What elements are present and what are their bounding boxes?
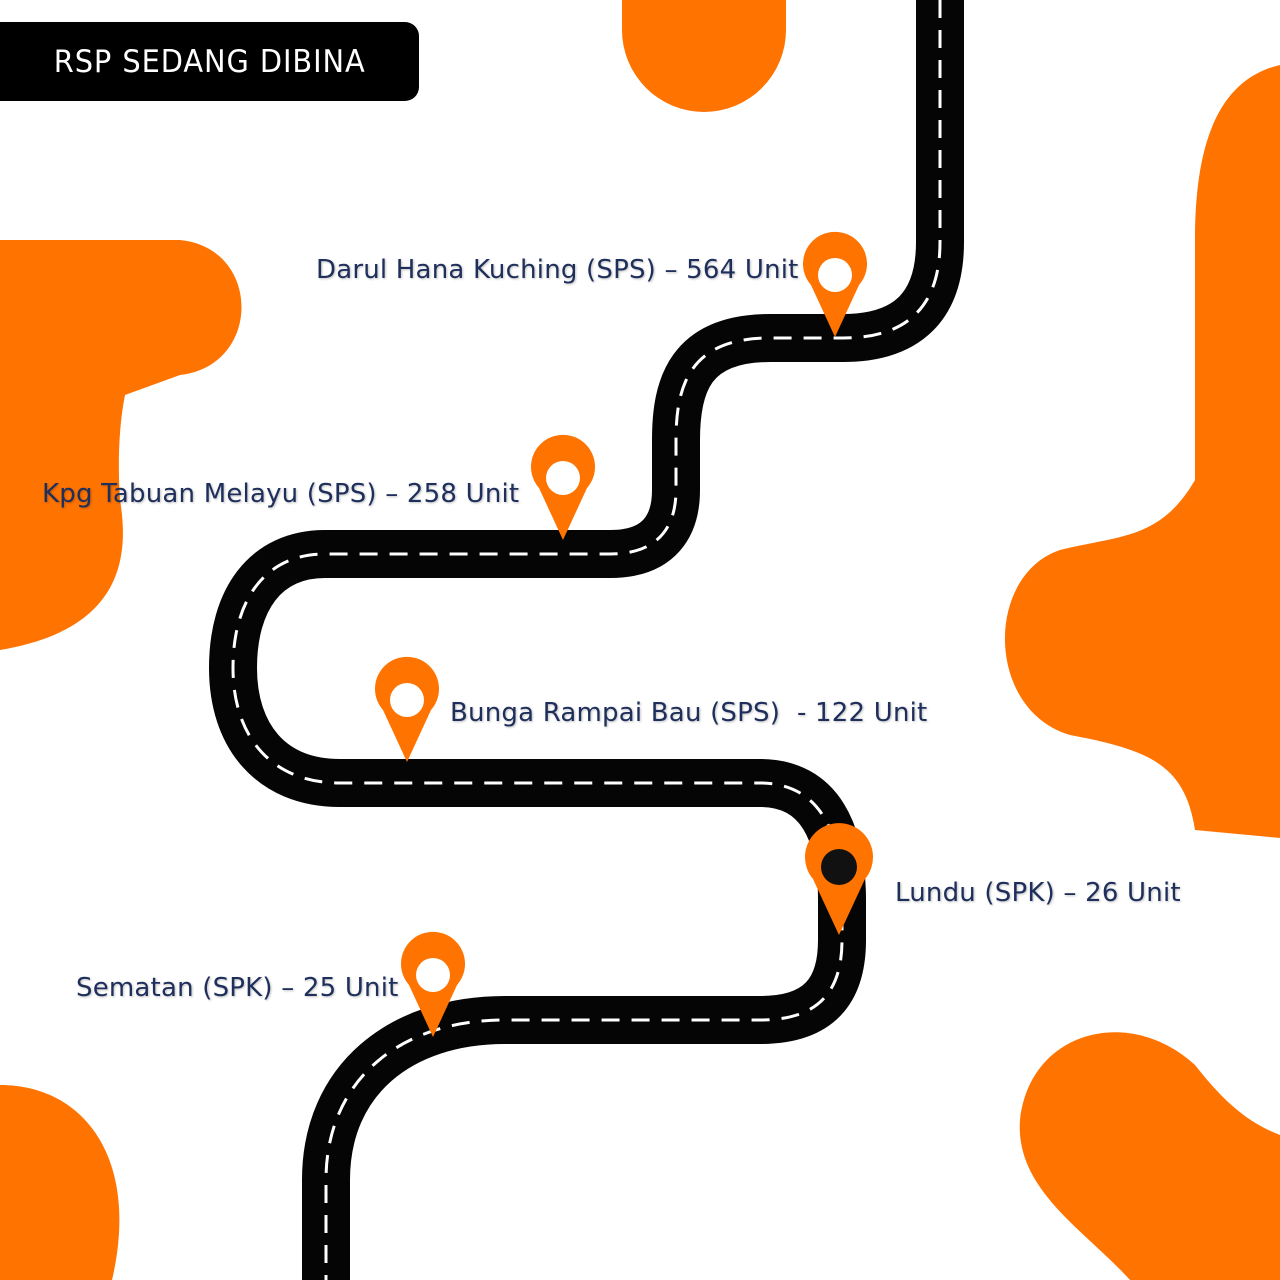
blob-bottom-left (0, 1085, 120, 1280)
stop-label-sematan: Sematan (SPK) – 25 Unit (76, 973, 399, 1003)
stop-label-lundu: Lundu (SPK) – 26 Unit (895, 878, 1181, 908)
pin-kpg-tabuan (531, 434, 595, 540)
stop-label-bunga-rampai: Bunga Rampai Bau (SPS) - 122 Unit (450, 698, 928, 728)
map-pin-icon (401, 931, 465, 1037)
stop-label-darul-hana: Darul Hana Kuching (SPS) – 564 Unit (316, 255, 799, 285)
pin-bunga-rampai (375, 656, 439, 762)
road (209, 0, 964, 1280)
map-pin-icon (803, 231, 867, 337)
map-pin-icon (805, 823, 873, 935)
map-pin-icon (375, 656, 439, 762)
map-pin-icon (531, 434, 595, 540)
pin-lundu (805, 823, 873, 935)
page-title: RSP SEDANG DIBINA (53, 43, 366, 80)
pin-darul-hana (803, 231, 867, 337)
pin-sematan (401, 931, 465, 1037)
stop-label-kpg-tabuan: Kpg Tabuan Melayu (SPS) – 258 Unit (42, 479, 520, 509)
road-center-line (231, 0, 942, 1280)
road-surface (209, 0, 964, 1280)
title-badge: RSP SEDANG DIBINA (0, 22, 419, 101)
blob-bottom-right (1019, 1032, 1280, 1280)
blob-left (0, 240, 242, 650)
blob-right (1004, 65, 1280, 838)
blob-top-center (622, 0, 786, 112)
